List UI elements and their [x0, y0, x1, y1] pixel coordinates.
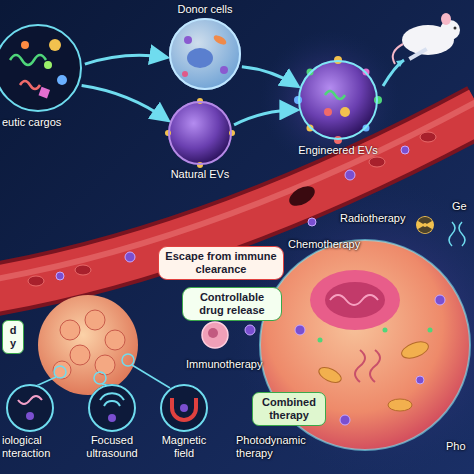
circle-outline [7, 385, 53, 431]
therapy-label: Immunotherapy [186, 358, 262, 371]
therapy-label: Radiotherapy [340, 212, 405, 225]
cargo-circle: eutic cargos [0, 24, 82, 112]
node-label: Donor cells [160, 3, 250, 16]
node-label: Natural EVs [155, 168, 245, 181]
flow-arrow [242, 67, 298, 86]
circle-outline [168, 101, 232, 165]
circle-outline [299, 61, 377, 139]
node-label: Focused ultrasound [80, 434, 144, 460]
callout-box: Controllable drug release [182, 287, 282, 321]
circle-outline [160, 384, 208, 432]
circle-outline [298, 60, 378, 140]
flow-arrow [85, 55, 166, 64]
detail-circle: iological nteraction [6, 384, 54, 432]
therapy-label: Ge [452, 200, 467, 213]
detail-circle: Focused ultrasound [88, 384, 136, 432]
node-label: Combined therapy [257, 396, 321, 422]
node-label: Controllable drug release [187, 291, 277, 317]
circle-outline [170, 19, 240, 89]
node-label: Escape from immune clearance [163, 250, 279, 276]
callout-box: Escape from immune clearance [158, 246, 284, 280]
node-label: Engineered EVs [283, 144, 393, 157]
circle-outline [0, 24, 82, 112]
node-label: eutic cargos [2, 116, 92, 129]
circle-outline [161, 385, 207, 431]
callout-box: d y [2, 320, 24, 354]
circle-outline [6, 384, 54, 432]
flow-arrow [234, 110, 296, 125]
therapy-label: Pho [446, 440, 466, 453]
circle-outline [169, 18, 241, 90]
donor-cell: Donor cells [169, 18, 241, 90]
detail-circle: Magnetic field [160, 384, 208, 432]
therapy-label: Photodynamic therapy [236, 434, 326, 460]
node-label: iological nteraction [2, 434, 66, 460]
vesicle-circle: Engineered EVs [298, 60, 378, 140]
node-label: Magnetic field [152, 434, 216, 460]
circle-outline [169, 102, 231, 164]
callout-box: Combined therapy [252, 392, 326, 426]
node-label: d y [7, 324, 19, 350]
therapy-label: Chemotherapy [288, 238, 360, 251]
circle-outline [88, 384, 136, 432]
circle-outline [89, 385, 135, 431]
circle-outline [0, 25, 81, 111]
flow-arrow [82, 86, 168, 120]
vesicle-circle: Natural EVs [168, 101, 232, 165]
